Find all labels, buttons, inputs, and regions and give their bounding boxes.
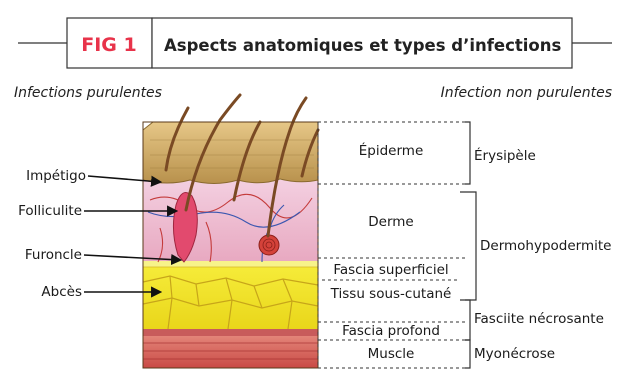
right-labels: Érysipèle Dermohypodermite Fasciite nécr… xyxy=(460,122,612,368)
layer-label-fascia-superficiel: Fascia superficiel xyxy=(333,262,448,278)
superficial-fascia-layer xyxy=(143,260,318,267)
page-title: Aspects anatomiques et types d’infection… xyxy=(164,36,562,55)
label-impetigo: Impétigo xyxy=(26,168,86,184)
label-myonecrose: Myonécrose xyxy=(474,346,555,362)
skin-cross-section xyxy=(143,95,318,368)
header-bar: FIG 1 Aspects anatomiques et types d’inf… xyxy=(18,18,612,68)
subheading-right: Infection non purulentes xyxy=(441,85,612,101)
layer-label-epiderme: Épiderme xyxy=(359,142,424,159)
bracket-dermohypodermite xyxy=(460,192,476,300)
bracket-erysipele xyxy=(465,122,470,184)
bracket-fasciite xyxy=(465,300,470,340)
layer-labels: Épiderme Derme Fascia superficiel Tissu … xyxy=(318,122,465,368)
layer-label-fascia-profond: Fascia profond xyxy=(342,323,440,339)
fig-label: FIG 1 xyxy=(81,34,136,56)
bracket-myonecrose xyxy=(465,340,470,368)
dermis-layer xyxy=(143,180,318,261)
label-folliculite: Folliculite xyxy=(18,203,82,219)
label-fasciite: Fasciite nécrosante xyxy=(474,311,604,327)
subheading-left: Infections purulentes xyxy=(14,85,162,101)
label-erysipele: Érysipèle xyxy=(474,147,536,164)
label-dermohypodermite: Dermohypodermite xyxy=(480,238,612,254)
deep-fascia-layer xyxy=(143,328,318,336)
label-abces: Abcès xyxy=(41,284,82,300)
label-furoncle: Furoncle xyxy=(25,247,82,263)
layer-label-derme: Derme xyxy=(368,214,413,230)
layer-label-tissu: Tissu sous-cutané xyxy=(330,286,452,302)
furuncle-nodule xyxy=(259,235,279,255)
layer-label-muscle: Muscle xyxy=(368,346,415,362)
